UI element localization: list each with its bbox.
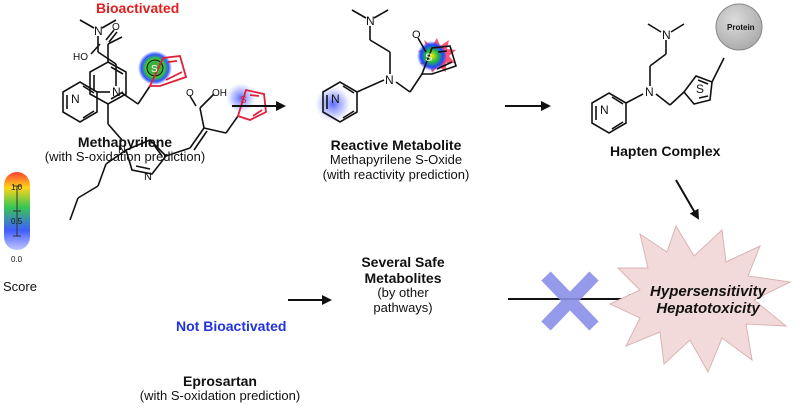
methapyrilene-name: Methapyrilene <box>77 134 173 150</box>
atom-n: N <box>645 85 654 99</box>
safe-line-2: Metabolites <box>364 270 442 287</box>
atom-o: O <box>186 88 194 99</box>
bioactivated-label: Bioactivated <box>96 0 180 16</box>
atom-s: S <box>425 52 432 64</box>
blocked-cross-icon <box>541 271 599 331</box>
metabolite-note: (with reactivity prediction) <box>322 167 470 183</box>
toxicity-starburst <box>608 224 792 374</box>
score-tick-low: 0.0 <box>11 255 23 264</box>
eprosartan-name: Eprosartan <box>183 373 257 389</box>
atom-n: N <box>71 92 80 106</box>
atom-o: O <box>112 22 120 33</box>
atom-n: N <box>662 28 671 42</box>
methapyrilene-caption: Methapyrilene (with S-oxidation predicti… <box>44 134 206 165</box>
outcome-hypersensitivity: Hypersensitivity <box>650 283 766 300</box>
score-label: Score <box>3 279 37 294</box>
score-tick-high: 1.0 <box>11 183 23 192</box>
eprosartan-structure <box>69 29 239 221</box>
metabolite-caption: Reactive Metabolite Methapyrilene S-Oxid… <box>306 137 486 183</box>
atom-n: N <box>600 103 609 117</box>
outcome-caption: Hypersensitivity Hepatotoxicity <box>638 283 778 318</box>
eprosartan-note: (with S-oxidation prediction) <box>139 388 301 404</box>
score-tick-mid: 0.5 <box>11 217 23 226</box>
safe-line-3: (by other <box>377 285 429 301</box>
protein-sphere <box>715 3 763 51</box>
hapten-name: Hapten Complex <box>610 143 721 159</box>
atom-n: N <box>118 144 126 156</box>
atom-n: N <box>94 24 103 38</box>
arrow-to-outcome <box>675 179 700 220</box>
protein-label: Protein <box>727 23 755 32</box>
metabolite-structure <box>322 9 423 123</box>
atom-n: N <box>144 171 152 183</box>
outcome-hepatotoxicity: Hepatotoxicity <box>656 300 760 318</box>
atom-s: S <box>151 64 158 75</box>
atom-n: N <box>112 85 121 99</box>
safe-line-4: pathways) <box>373 300 433 316</box>
atom-o: O <box>412 29 421 41</box>
methapyrilene-structure <box>62 19 151 123</box>
atom-oh: OH <box>212 88 227 99</box>
atom-labels: N N N S N N N S O N N N S HO O N N O OH … <box>71 14 704 183</box>
atom-ho: HO <box>73 52 88 63</box>
safe-line-1: Several Safe <box>361 254 445 270</box>
eprosartan-caption: Eprosartan (with S-oxidation prediction) <box>130 373 310 404</box>
atom-s: S <box>696 82 704 96</box>
methapyrilene-note: (with S-oxidation prediction) <box>44 149 206 165</box>
not-bioactivated-label: Not Bioactivated <box>176 318 287 334</box>
hapten-structure <box>591 23 725 134</box>
safe-metabolites-caption: Several Safe Metabolites (by other pathw… <box>340 254 466 316</box>
atom-n: N <box>366 14 375 28</box>
score-scale <box>4 172 30 250</box>
metabolite-subtitle: Methapyrilene S-Oxide <box>329 152 463 168</box>
methapyrilene-thiophene <box>148 55 188 87</box>
eprosartan-thiophene <box>236 88 267 121</box>
scale-labels: 1.0 0.5 0.0 Protein <box>11 23 755 264</box>
atom-s: S <box>240 95 247 106</box>
atom-n: N <box>385 73 394 87</box>
metabolite-name: Reactive Metabolite <box>330 137 462 153</box>
atom-n: N <box>331 92 340 106</box>
metabolite-thiophene <box>417 37 457 75</box>
